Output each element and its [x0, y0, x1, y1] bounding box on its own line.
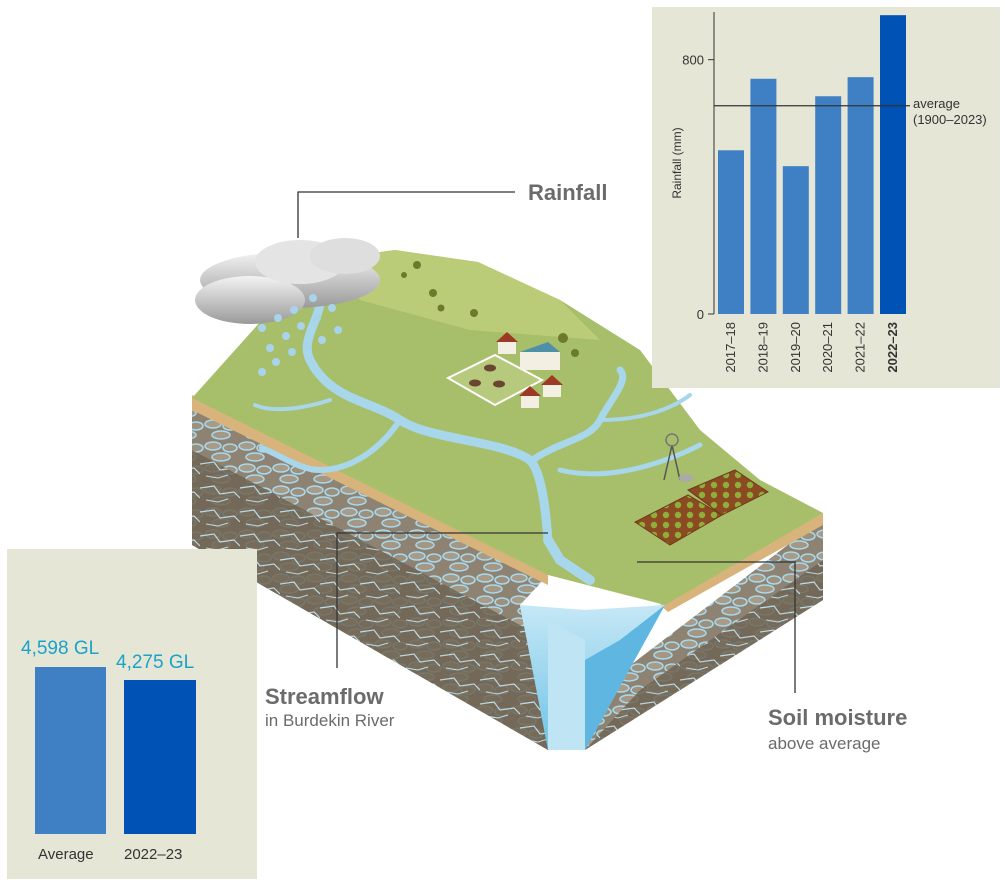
average-line-period: (1900–2023) [913, 112, 987, 127]
streamflow-chart-panel: 4,598 GL 4,275 GL Average 2022–23 [7, 549, 257, 879]
rainfall-label: Rainfall [528, 180, 608, 205]
x-tick-label-2017–18: 2017–18 [723, 322, 738, 373]
y-axis-label: Rainfall (mm) [670, 127, 684, 198]
streamflow-category-average: Average [38, 846, 94, 863]
streamflow-value-2022-23: 4,275 GL [116, 652, 195, 673]
streamflow-bar-chart [35, 667, 196, 834]
streamflow-sublabel: in Burdekin River [265, 711, 395, 730]
crop-fields [634, 433, 769, 546]
soil-moisture-sublabel: above average [768, 734, 881, 753]
y-tick-label: 0 [697, 307, 704, 322]
x-tick-label-2021–22: 2021–22 [853, 322, 868, 373]
streamflow-value-average: 4,598 GL [21, 638, 100, 659]
bar-average [35, 667, 106, 834]
leader-lines [297, 191, 796, 693]
raindrops [258, 294, 342, 376]
x-tick-label-2022–23: 2022–23 [885, 322, 900, 373]
x-tick-label-2019–20: 2019–20 [788, 322, 803, 373]
x-tick-label-2018–19: 2018–19 [755, 322, 770, 373]
bar-2022-23 [124, 680, 196, 834]
bar-2021–22 [847, 77, 874, 314]
rain-cloud [195, 238, 380, 324]
bar-2019–20 [782, 166, 809, 314]
bar-2017–18 [718, 150, 744, 314]
soil-moisture-label: Soil moisture [768, 705, 908, 730]
trees [401, 261, 579, 357]
y-tick-label: 800 [682, 53, 704, 68]
x-tick-label-2020–21: 2020–21 [820, 322, 835, 373]
bar-2018–19 [750, 78, 777, 314]
farm [445, 332, 563, 408]
streamflow-label: Streamflow [265, 684, 384, 709]
streamflow-category-2022-23: 2022–23 [124, 846, 183, 863]
average-line-label: average [913, 96, 960, 111]
bar-2020–21 [815, 96, 842, 315]
bar-2022–23 [880, 15, 906, 314]
